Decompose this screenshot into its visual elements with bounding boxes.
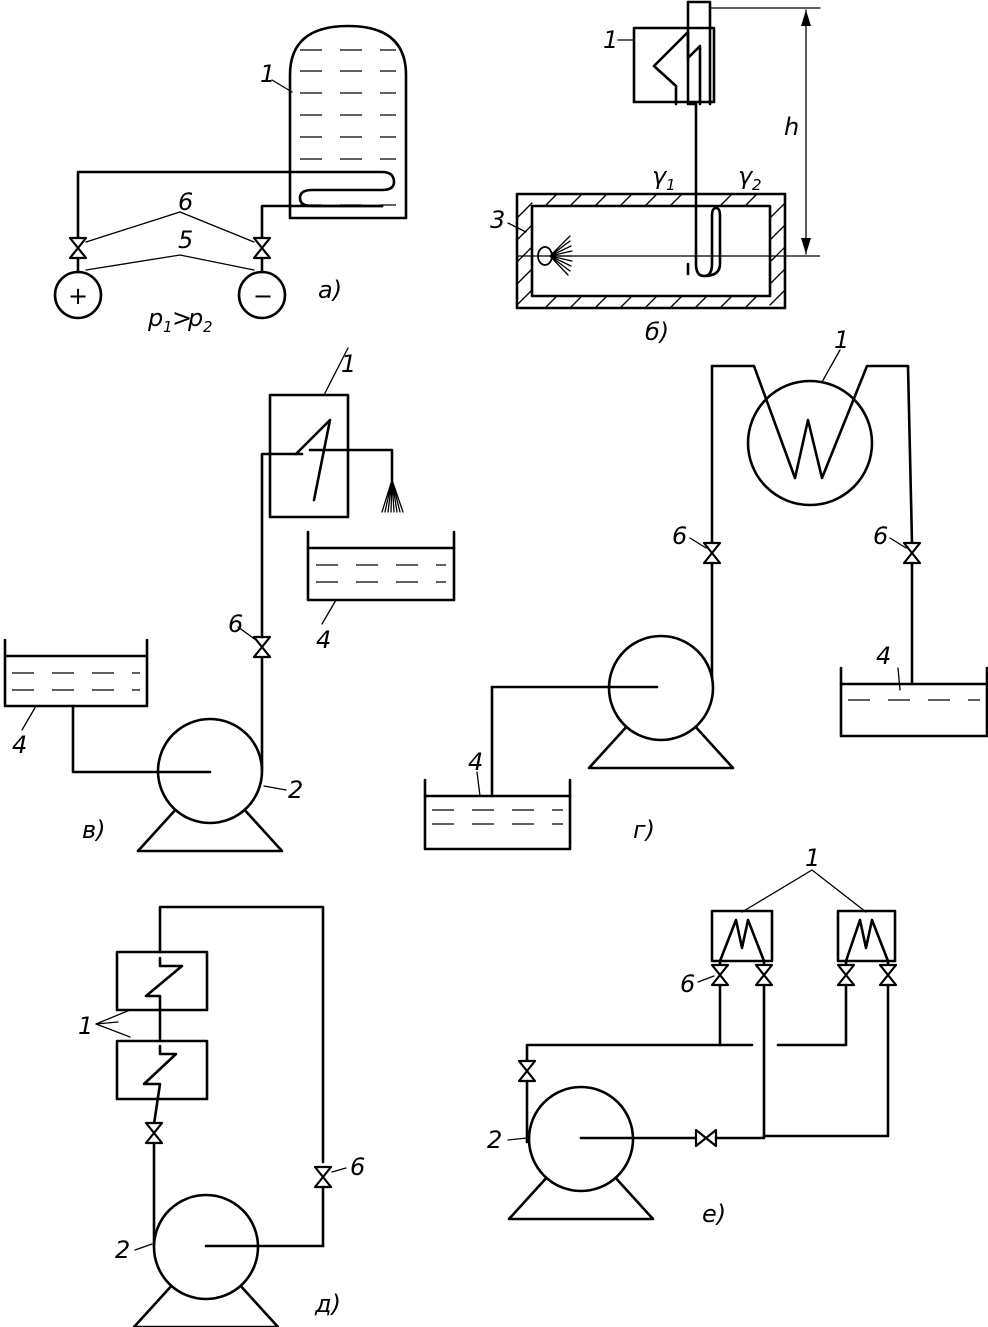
label-exchanger-1v: 1 <box>341 350 356 378</box>
label-valve-6g-left: 6 <box>672 522 687 550</box>
manometer-minus <box>237 270 287 320</box>
heat-exchanger-v <box>268 393 350 519</box>
pressure-condition: p 1 > p 2 <box>147 304 213 336</box>
label-exchanger-1g: 1 <box>834 326 849 354</box>
svg-text:1: 1 <box>666 176 676 194</box>
svg-text:γ: γ <box>652 162 668 190</box>
tank-left-v <box>3 638 149 708</box>
panel-g: 1 6 6 4 4 г) <box>423 326 988 851</box>
plus-sign: + <box>68 282 88 310</box>
label-tank-4g-right: 4 <box>876 642 891 670</box>
panel-v: 1 2 6 4 4 в) <box>3 347 456 853</box>
label-tank-4v-left: 4 <box>12 731 27 759</box>
label-tank-4g-left: 4 <box>468 748 483 776</box>
heat-exchanger-e-right <box>836 909 897 963</box>
minus-sign: − <box>253 282 273 310</box>
valve-plus[interactable] <box>68 236 88 260</box>
label-burner-3: 3 <box>490 206 505 234</box>
valve-e-4[interactable] <box>878 963 898 987</box>
label-h: h <box>784 113 799 141</box>
tank-right-v <box>306 530 456 602</box>
gamma-1: γ 1 <box>652 162 676 194</box>
pressure-vessel <box>288 24 408 220</box>
caption-b: б) <box>645 318 669 346</box>
label-pump-2d: 2 <box>115 1236 130 1264</box>
pump-e <box>507 1085 698 1221</box>
heat-exchanger-d-top <box>115 950 209 1043</box>
svg-text:1: 1 <box>163 318 173 336</box>
label-valves-6: 6 <box>178 188 193 216</box>
u-tube <box>686 0 722 278</box>
furnace-chamber <box>515 192 787 310</box>
label-manometers-5: 5 <box>178 226 193 254</box>
label-pump-2e: 2 <box>487 1126 502 1154</box>
label-valve-6e: 6 <box>680 970 695 998</box>
label-valve-6v: 6 <box>228 610 243 638</box>
label-exchangers-1e: 1 <box>805 844 820 872</box>
valve-left-g[interactable] <box>702 541 722 565</box>
tank-right-g <box>839 666 988 738</box>
caption-e: е) <box>702 1200 726 1228</box>
pump-d <box>132 1193 325 1327</box>
panel-d: 1 6 2 д) <box>78 905 365 1327</box>
valve-e-1[interactable] <box>710 963 730 987</box>
heat-exchanger-d-bottom <box>115 1039 209 1126</box>
svg-text:γ: γ <box>738 162 754 190</box>
svg-text:p: p <box>147 304 163 332</box>
valve-e-discharge[interactable] <box>694 1128 718 1148</box>
valve-d-left[interactable] <box>144 1121 164 1145</box>
svg-text:2: 2 <box>203 318 213 336</box>
label-tank-4v-right: 4 <box>316 626 331 654</box>
pump-g <box>490 634 735 770</box>
caption-a: а) <box>318 276 342 304</box>
caption-v: в) <box>82 816 106 844</box>
svg-text:2: 2 <box>752 176 762 194</box>
svg-text:>: > <box>172 304 192 332</box>
caption-d: д) <box>314 1290 341 1318</box>
pump-v <box>136 717 284 853</box>
label-exchangers-1d: 1 <box>78 1012 93 1040</box>
caption-g: г) <box>633 816 655 844</box>
gamma-2: γ 2 <box>738 162 762 194</box>
valve-e-3[interactable] <box>836 963 856 987</box>
label-exchanger-1b: 1 <box>603 26 618 54</box>
svg-text:p: p <box>187 304 203 332</box>
label-valve-6d: 6 <box>350 1153 365 1181</box>
panel-b: h 1 3 γ 1 γ 2 б) <box>490 0 821 346</box>
valve-e-suction[interactable] <box>517 1059 537 1083</box>
valve-minus[interactable] <box>252 236 272 260</box>
panel-a: + − 1 6 5 p 1 > p 2 а) <box>53 24 408 336</box>
heating-coil <box>76 170 396 244</box>
spray-nozzle <box>381 479 404 513</box>
heat-exchanger-b <box>632 26 716 106</box>
label-vessel-1: 1 <box>260 60 275 88</box>
label-valve-6g-right: 6 <box>873 522 888 550</box>
valve-d-right[interactable] <box>313 1165 333 1189</box>
manometer-plus <box>53 270 103 320</box>
panel-e: 1 6 2 е) <box>487 844 898 1228</box>
valve-right-g[interactable] <box>902 541 922 565</box>
tank-left-g <box>423 778 572 851</box>
valve-e-2[interactable] <box>754 963 774 987</box>
heat-exchanger-e-left <box>710 909 774 963</box>
heat-exchanger-g <box>710 364 910 507</box>
label-pump-2v: 2 <box>288 776 303 804</box>
